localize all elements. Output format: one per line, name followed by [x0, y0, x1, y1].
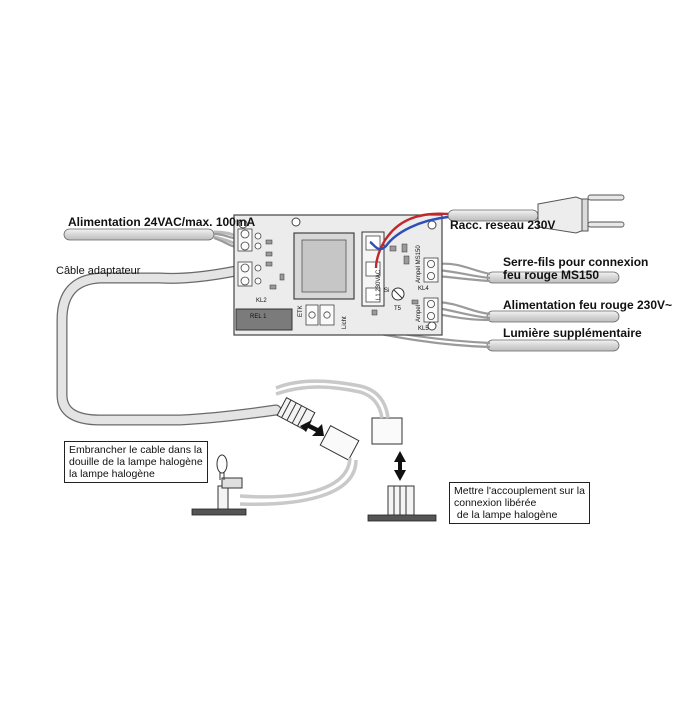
red-light-cable-stub — [486, 310, 620, 323]
ampel-label: Ampel — [416, 305, 422, 322]
mains-label: Racc. reseau 230V — [450, 218, 556, 232]
supply-24v-label: Alimentation 24VAC/max. 100mA — [68, 215, 256, 229]
extra-light-cable-stub — [486, 339, 620, 352]
mains-terminal-label: L1 230VAC — [376, 269, 382, 300]
note-left-line3: la lampe halogène — [69, 468, 155, 480]
t5-label: T5 — [394, 306, 402, 312]
ampel-ms150-label: Ampel MS150 — [416, 245, 422, 283]
red-light-supply-label: Alimentation feu rouge 230V~ — [503, 298, 673, 312]
note-insert-cable: Embrancher le cable dans la douille de l… — [64, 441, 208, 483]
rel1-label: REL 1 — [250, 314, 267, 320]
supply-cable-stub — [63, 228, 241, 248]
adapter-cable-label: Câble adaptateur — [56, 265, 141, 277]
adapter-cable — [56, 265, 282, 426]
halogen-socket-right — [367, 485, 437, 522]
clamp-label-line1: Serre-fils pour connexion — [503, 255, 649, 269]
mains-plug — [537, 194, 625, 234]
licht-label: Licht — [342, 316, 348, 329]
note-left-line1: Embrancher le cable dans la — [69, 444, 203, 456]
adapter-connector-right — [371, 417, 403, 445]
si-label: Si — [384, 288, 389, 294]
adapter-connector-male — [276, 396, 316, 432]
note-right-line1: Mettre l'accouplement sur la — [454, 485, 585, 497]
connect-arrow-vertical — [394, 451, 406, 481]
halogen-lamp-left — [191, 454, 247, 516]
clamp-label-line2: feu rouge MS150 — [503, 268, 600, 282]
mains-wires — [369, 212, 449, 269]
kl2-label: KL2 — [256, 298, 267, 304]
kl4-label: KL4 — [418, 286, 429, 292]
note-fit-coupling: Mettre l'accouplement sur la connexion l… — [449, 482, 590, 524]
note-right-line2: connexion libérée — [454, 497, 537, 509]
connector-cabling — [239, 379, 390, 506]
adapter-connector-female — [319, 424, 360, 461]
connect-arrow-horizontal — [300, 420, 324, 436]
pcb-board: REL 1 KL2 KL4 KL5 T5 Si Licht ETK L1 230… — [233, 214, 443, 336]
note-left-line2: douille de la lampe halogène — [69, 456, 203, 468]
note-right-line3: de la lampe halogène — [454, 509, 558, 521]
kl5-label: KL5 — [418, 326, 429, 332]
etk-label: ETK — [298, 305, 304, 317]
extra-light-label: Lumière supplémentaire — [503, 326, 642, 340]
